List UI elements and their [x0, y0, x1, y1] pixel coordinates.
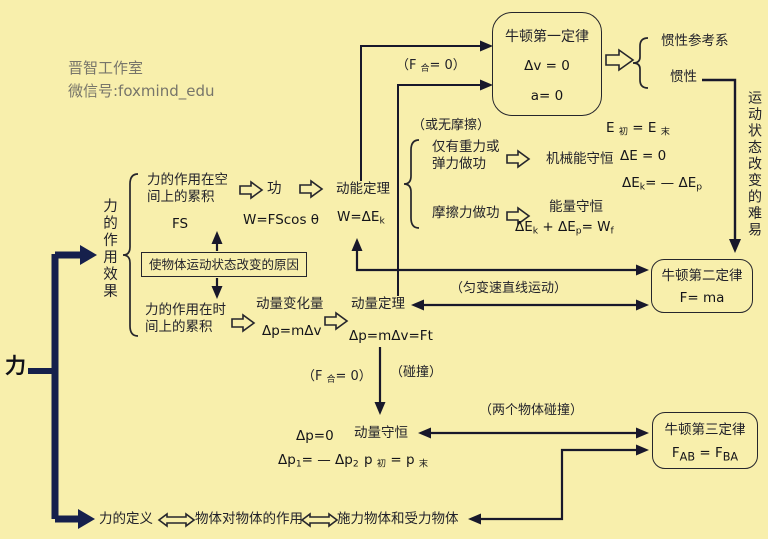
hollow-arrow-icon	[605, 48, 635, 72]
collision-label: （碰撞）	[390, 365, 443, 380]
hollow-arrow-icon	[506, 149, 531, 169]
newton-first-law-box: 牛顿第一定律 Δv = 0 a= 0	[492, 12, 602, 116]
connector-inertia-to-second-law	[702, 78, 741, 253]
energy-init-final-formula: E 初 = E 末	[606, 120, 670, 138]
p-conservation-formula: p 初 = p 末	[364, 452, 429, 470]
force-effect-label: 力的作用效果	[101, 198, 117, 300]
brace-icon	[403, 139, 420, 229]
momentum-change-formula: Δp=mΔv	[262, 323, 322, 339]
dp-zero-formula: Δp=0	[296, 428, 334, 444]
energy-conservation-formula: ΔEk + ΔEp= Wf	[515, 219, 614, 237]
object-interaction-label: 物体对物体的作用	[195, 511, 303, 527]
connector-conservation-third-law	[418, 427, 649, 439]
newton-first-law-title: 牛顿第一定律	[505, 29, 589, 45]
f-ma-formula: F= ma	[679, 290, 725, 306]
hollow-double-arrow-icon	[300, 512, 339, 528]
brace-icons	[122, 37, 649, 337]
mechanical-energy-conservation-label: 机械能守恒	[546, 151, 614, 167]
cause-box-label: 使物体运动状态改变的原因	[148, 257, 299, 272]
connector-cause-box-arrows	[211, 231, 223, 299]
momentum-theorem-formula: Δp=mΔv=Ft	[349, 328, 433, 344]
work-label: 功	[267, 181, 282, 197]
connector-momentum-second-law	[411, 299, 649, 311]
connector-momentum-to-conservation	[374, 347, 386, 415]
hollow-arrow-icon	[231, 313, 256, 333]
hollow-arrow-icon	[506, 206, 531, 226]
space-accumulation-label: 力的作用在空 间上的累积	[147, 172, 228, 205]
newton-third-law-box: 牛顿第三定律 FAB = FBA	[652, 412, 758, 469]
two-body-collision-label: （两个物体碰撞）	[479, 403, 584, 418]
watermark-wechat: 微信号:foxmind_edu	[68, 82, 215, 100]
momentum-conservation-label: 动量守恒	[354, 425, 408, 441]
no-friction-label: （或无摩擦）	[412, 118, 491, 133]
connector-kinetic-to-first-law	[360, 40, 493, 181]
newton-second-law-box: 牛顿第二定律 F= ma	[651, 259, 753, 313]
connector-objects-third-law	[468, 444, 649, 525]
watermark-studio: 晋智工作室	[68, 59, 144, 77]
friction-work-condition: 摩擦力做功	[432, 205, 500, 221]
energy-conservation-label: 能量守恒	[549, 199, 603, 215]
fs-formula: FS	[172, 216, 189, 232]
a-zero-formula: a= 0	[530, 88, 564, 104]
f-net-zero-label-bottom: （F 合= 0）	[302, 369, 372, 386]
hollow-arrow-icon	[324, 311, 349, 331]
f-net-zero-label-top: （F 合= 0）	[396, 58, 466, 75]
brace-icon	[122, 173, 139, 337]
inertia-label: 惯性	[670, 69, 697, 85]
force-root-label: 力	[5, 354, 26, 378]
work-formula: W=FScos θ	[243, 212, 320, 228]
difficulty-label: 运动状态改变的难易	[746, 90, 762, 239]
momentum-theorem-label: 动量定理	[351, 296, 405, 312]
cause-box: 使物体运动状态改变的原因	[141, 252, 307, 277]
newton-second-law-title: 牛顿第二定律	[661, 268, 743, 284]
fab-fba-formula: FAB = FBA	[671, 445, 739, 464]
hollow-arrow-icon	[299, 179, 324, 199]
delta-e-zero-formula: ΔE = 0	[620, 148, 667, 164]
force-definition-label: 力的定义	[99, 511, 153, 527]
kinetic-energy-theorem-label: 动能定理	[336, 181, 390, 197]
hollow-double-arrow-icon	[157, 512, 196, 528]
brace-icon	[632, 37, 649, 89]
connector-momentum-to-first-law	[397, 79, 493, 296]
kinetic-energy-theorem-formula: W=ΔEk	[337, 209, 385, 227]
dek-dep-formula: ΔEk= — ΔEp	[622, 175, 703, 193]
momentum-change-label: 动量变化量	[256, 296, 324, 312]
uniform-motion-label: （匀变速直线运动）	[450, 281, 568, 296]
gravity-work-condition: 仅有重力或 弹力做功	[432, 139, 500, 172]
newton-third-law-title: 牛顿第三定律	[664, 422, 746, 438]
time-accumulation-label: 力的作用在时 间上的累积	[145, 302, 226, 335]
force-objects-label: 施力物体和受力物体	[337, 511, 459, 527]
connector-kinetic-second-law	[351, 238, 649, 276]
inertial-frame-label: 惯性参考系	[661, 33, 729, 49]
force-root-connector	[28, 245, 97, 529]
delta-v-formula: Δv = 0	[524, 58, 570, 74]
dp1-dp2-formula: Δp1= — Δp2	[278, 452, 359, 470]
hollow-arrow-icons	[157, 48, 635, 528]
hollow-arrow-icon	[239, 180, 264, 200]
